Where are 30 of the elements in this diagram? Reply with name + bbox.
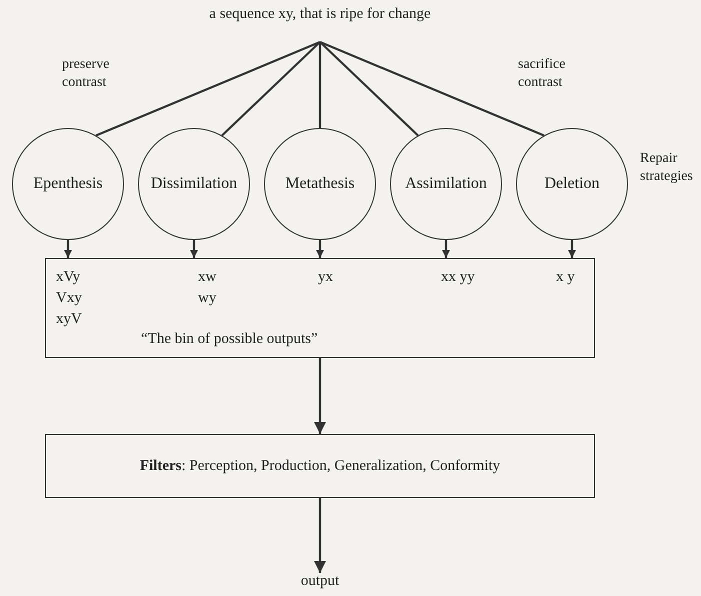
connector-line — [96, 40, 320, 137]
arrow — [314, 358, 326, 434]
strategy-circle: Assimilation — [390, 128, 502, 240]
arrow — [442, 240, 450, 258]
heading-text: a sequence xy, that is ripe for change — [175, 6, 465, 42]
output-form-list: yx — [318, 267, 358, 288]
arrow — [314, 498, 326, 573]
bin-caption: “The bin of possible outputs” — [141, 331, 318, 348]
strategy-circle: Dissimilation — [138, 128, 250, 240]
connector-line — [320, 40, 544, 137]
output-form-list: xw wy — [198, 267, 238, 309]
output-text: output — [290, 573, 350, 593]
strategy-circle: Epenthesis — [12, 128, 124, 240]
output-form-list: xx yy — [441, 267, 481, 288]
connector-line — [318, 42, 322, 128]
annotation-text: preserve contrast — [62, 56, 110, 92]
output-bin-box — [45, 258, 595, 358]
connector-line — [319, 41, 419, 136]
filters-box: Filters: Perception, Production, Generalization, Conformity — [45, 434, 595, 498]
connector-line — [221, 41, 321, 136]
strategy-circle: Deletion — [516, 128, 628, 240]
annotation-text: sacrifice contrast — [518, 56, 566, 92]
arrow — [190, 240, 198, 258]
arrow — [64, 240, 72, 258]
output-form-list: x y — [556, 267, 596, 288]
annotation-text: Repair strategies — [640, 150, 694, 186]
output-form-list: xVy Vxy xyV — [56, 267, 96, 330]
arrow — [316, 240, 324, 258]
arrow — [568, 240, 576, 258]
strategy-circle: Metathesis — [264, 128, 376, 240]
